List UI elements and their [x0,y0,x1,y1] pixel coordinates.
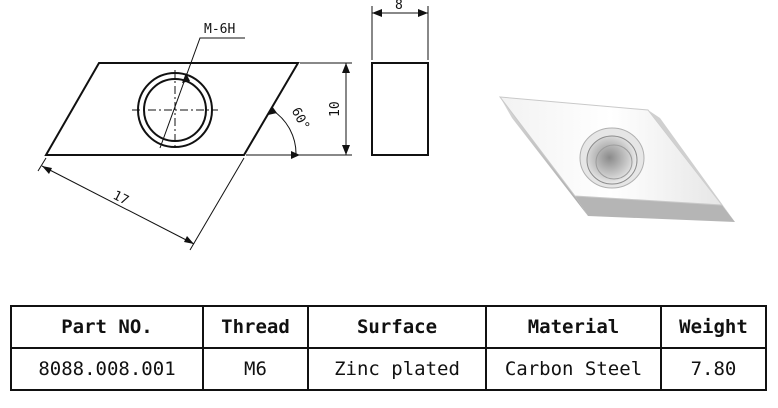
width-arrow-right [418,9,428,17]
table-row: 8088.008.001 M6 Zinc plated Carbon Steel… [10,347,767,391]
header-material: Material [485,305,662,349]
spec-table: Part NO. Thread Surface Material Weight … [10,305,767,391]
header-thread: Thread [202,305,309,349]
render-hole [586,135,638,185]
length-extension-right [189,157,245,251]
render-side-face-right [575,196,735,222]
length-dimension-label: 17 [110,188,131,208]
thread-leader-line [159,37,245,149]
technical-drawing: M-6H 60° 10 17 8 [37,0,735,251]
front-view: M-6H 60° 10 17 [37,22,352,251]
cell-thread: M6 [202,347,309,391]
height-arrow-bottom [342,145,350,155]
width-dimension-label: 8 [395,0,403,13]
length-arrow-left [42,166,52,174]
header-surface: Surface [307,305,487,349]
cell-surface: Zinc plated [307,347,487,391]
side-view: 8 [371,0,429,156]
render-thread-ring [595,144,633,180]
height-arrow-top [342,63,350,73]
nut-outline-side [371,62,429,156]
thread-callout-label: M-6H [204,22,235,37]
header-weight: Weight [660,305,767,349]
height-dimension-label: 10 [328,101,343,117]
spec-table-header-row: Part NO. Thread Surface Material Weight [10,305,767,349]
product-render [498,96,735,222]
length-dimension-line [41,165,195,245]
length-arrow-right [184,236,194,244]
nut-outline-front [44,62,300,156]
thread-leader-arrow [182,73,190,83]
cell-material: Carbon Steel [485,347,662,391]
length-extension-left [37,157,47,172]
header-part-no: Part NO. [10,305,204,349]
angle-arrow-top [268,106,277,115]
cell-part-no: 8088.008.001 [10,347,204,391]
width-arrow-left [372,9,382,17]
angle-dimension-label: 60° [288,105,312,133]
cell-weight: 7.80 [660,347,767,391]
